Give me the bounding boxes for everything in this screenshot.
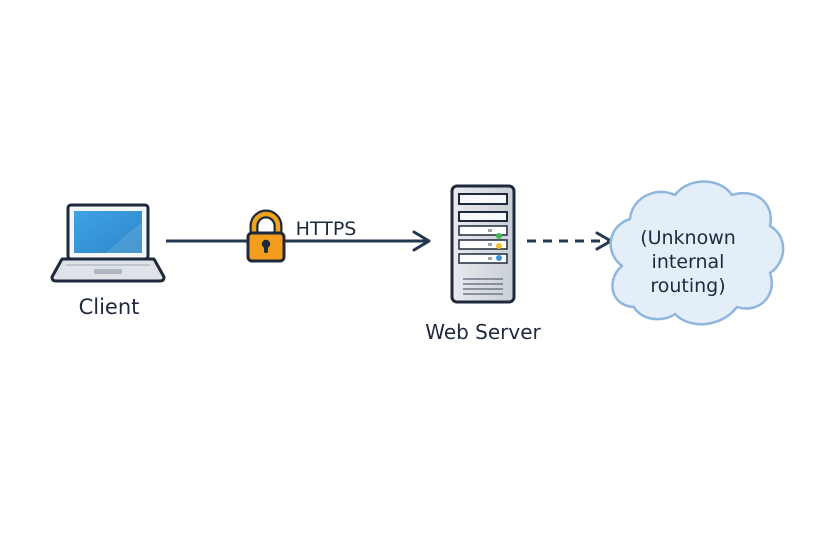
cloud-label-line-3: routing) <box>650 275 725 297</box>
dashed-connection-arrow <box>527 231 613 251</box>
padlock-icon <box>246 209 286 263</box>
client-label: Client <box>79 295 140 319</box>
server-icon <box>450 184 516 304</box>
web-server-label: Web Server <box>425 320 541 344</box>
cloud-label: (Unknown internal routing) <box>640 227 736 297</box>
https-connection-arrow <box>166 230 431 252</box>
cloud-icon <box>609 180 785 326</box>
status-led-yellow <box>496 243 502 249</box>
status-led-blue <box>496 255 502 261</box>
cloud-label-line-1: (Unknown <box>640 227 736 249</box>
status-led-green <box>496 233 502 239</box>
cloud-label-line-2: internal <box>652 251 725 273</box>
laptop-icon <box>50 203 166 283</box>
https-label: HTTPS <box>296 218 357 240</box>
